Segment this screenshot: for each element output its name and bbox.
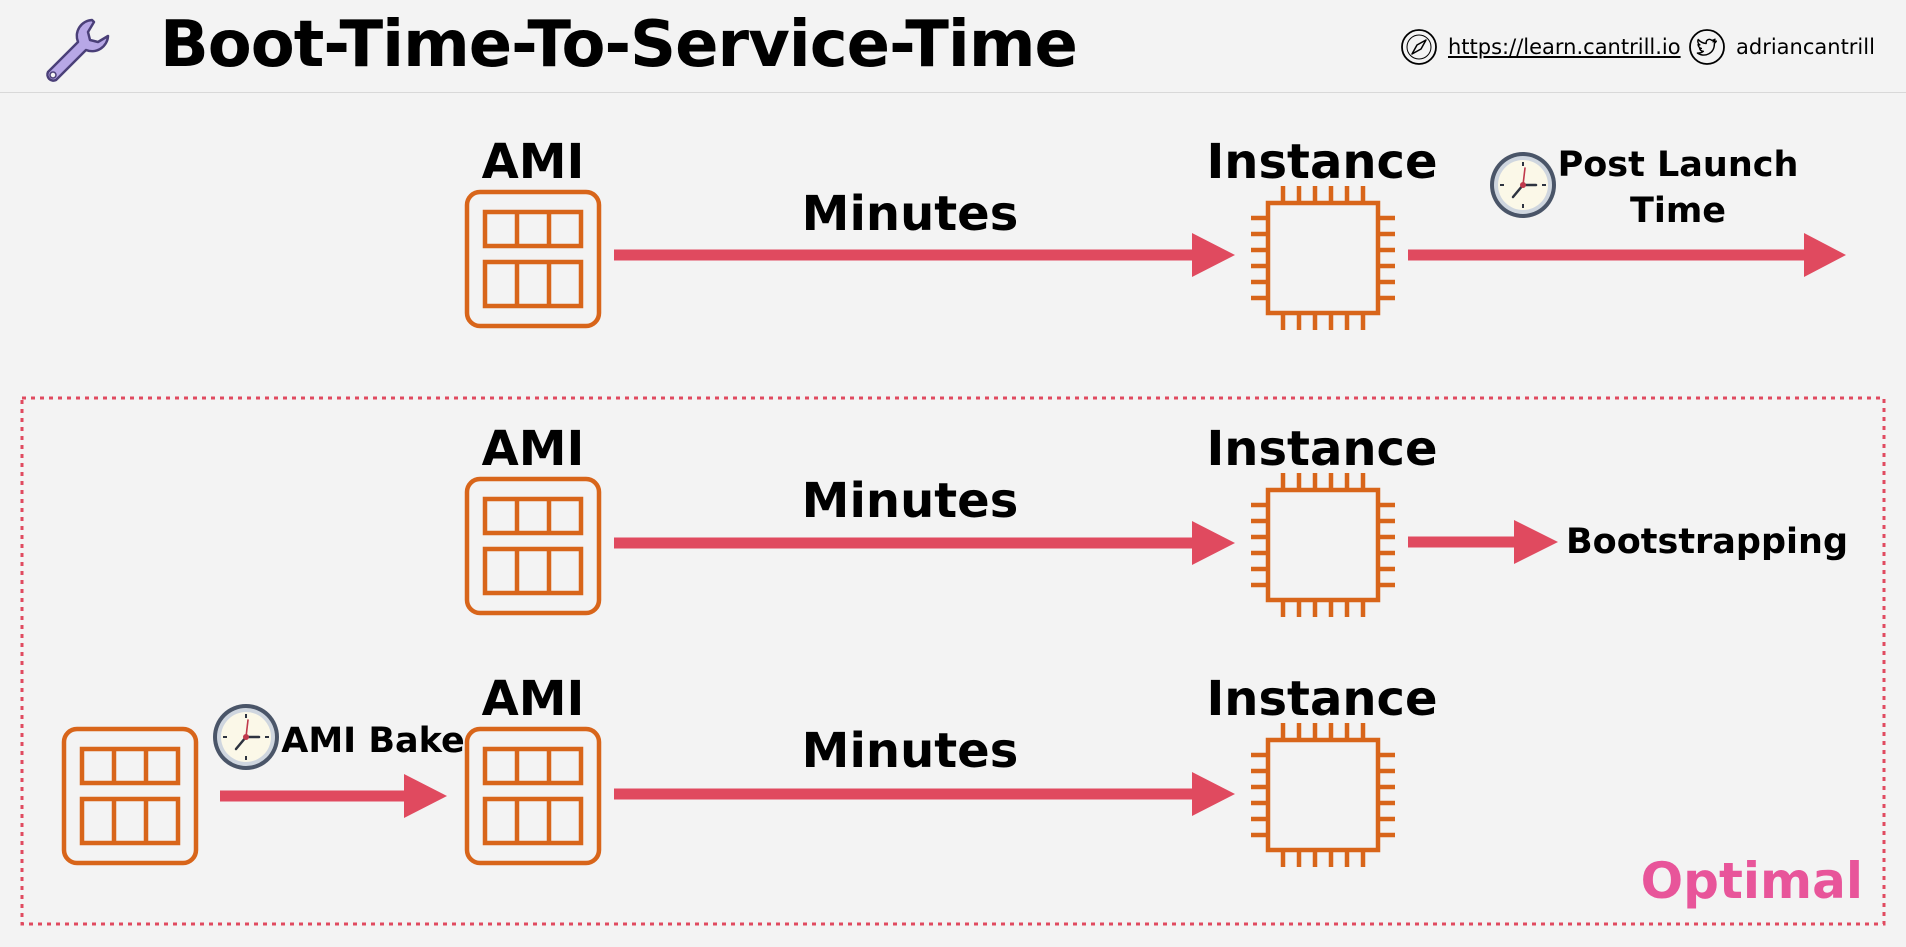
clock-icon (1488, 150, 1558, 220)
twitter-handle[interactable]: adriancantrill (1736, 35, 1875, 59)
post-launch-label-line1: Post Launch (1558, 145, 1799, 185)
page-title: Boot-Time-To-Service-Time (160, 8, 1078, 82)
arrow-row1-post (1408, 233, 1846, 277)
ec2-chip-icon (1251, 473, 1395, 617)
twitter-link[interactable]: adriancantrill (1688, 28, 1875, 66)
ec2-chip-icon (1251, 186, 1395, 330)
row2-instance-label: Instance (1206, 421, 1437, 477)
ami-grid-icon (467, 192, 599, 326)
arrow-row2-bootstrap (1408, 520, 1558, 564)
website-link[interactable]: https://learn.cantrill.io (1400, 28, 1681, 66)
row1-duration-label: Minutes (802, 186, 1019, 242)
row3-duration-label: Minutes (802, 723, 1019, 779)
ami-grid-icon (64, 729, 196, 863)
optimal-label: Optimal (1641, 852, 1863, 910)
header-bar: Boot-Time-To-Service-Time https://learn.… (0, 0, 1906, 93)
clock-icon (211, 702, 281, 772)
optimal-region-border (20, 396, 1886, 926)
post-launch-label-line2: Time (1630, 191, 1726, 231)
row3-instance-label: Instance (1206, 671, 1437, 727)
website-url[interactable]: https://learn.cantrill.io (1448, 35, 1681, 59)
row1-ami-label: AMI (482, 134, 585, 190)
bootstrapping-label: Bootstrapping (1566, 522, 1848, 562)
wrench-icon (46, 18, 110, 82)
arrow-row3-main (614, 772, 1235, 816)
row2-ami-label: AMI (482, 421, 585, 477)
row2-duration-label: Minutes (802, 473, 1019, 529)
row1-instance-label: Instance (1206, 134, 1437, 190)
row3-ami-label: AMI (482, 671, 585, 727)
ami-grid-icon (467, 479, 599, 613)
compass-icon (1401, 29, 1437, 65)
ami-grid-icon (467, 729, 599, 863)
ec2-chip-icon (1251, 723, 1395, 867)
ami-bake-label: AMI Bake (281, 721, 465, 761)
arrow-row2-main (614, 521, 1235, 565)
arrow-row3-bake (220, 774, 447, 818)
arrow-row1-main (614, 233, 1235, 277)
twitter-bird-icon (1689, 29, 1725, 65)
